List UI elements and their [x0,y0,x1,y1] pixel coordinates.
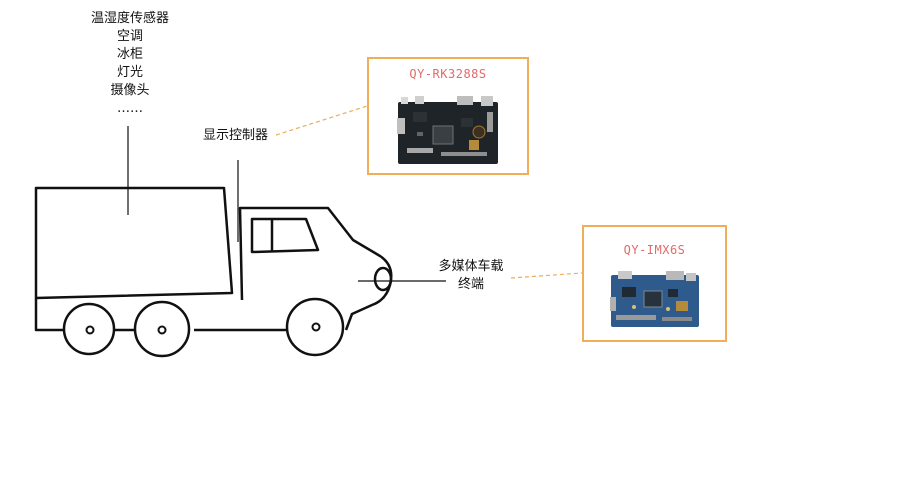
sensor-item: 空调 [116,29,143,44]
leader-line-imx [510,272,583,279]
terminal-label-line2: 终端 [457,277,484,292]
truck-headlight [373,266,393,292]
truck-wheel-rear-1 [62,302,116,356]
sensor-item: 灯光 [116,65,143,80]
sensor-item: 冰柜 [116,47,143,62]
sensor-item: 摄像头 [110,83,150,98]
board-title: QY-IMX6S [623,243,686,257]
sensor-item-ellipsis: …… [117,101,143,116]
truck-cab-rear [238,207,244,301]
board-image-imx6s [610,271,699,327]
truck-cargo-box [34,186,234,300]
board-card-rk3288s[interactable]: QY-RK3288S [367,57,529,175]
truck-window [250,217,320,254]
board-image-rk3288s [397,96,498,164]
sensor-list: 温湿度传感器 空调 冰柜 灯光 摄像头 …… [78,10,182,118]
truck-chassis [34,298,354,332]
truck-wheel-rear-2 [133,300,191,358]
truck-wheel-front [285,297,345,357]
board-card-imx6s[interactable]: QY-IMX6S [582,225,727,342]
leader-line-rk [275,105,368,136]
terminal-label: 多媒体车载 终端 [430,258,512,294]
sensor-item: 温湿度传感器 [90,11,169,26]
terminal-label-line1: 多媒体车载 [438,259,504,274]
display-controller-label: 显示控制器 [203,128,269,143]
board-title: QY-RK3288S [409,67,487,81]
